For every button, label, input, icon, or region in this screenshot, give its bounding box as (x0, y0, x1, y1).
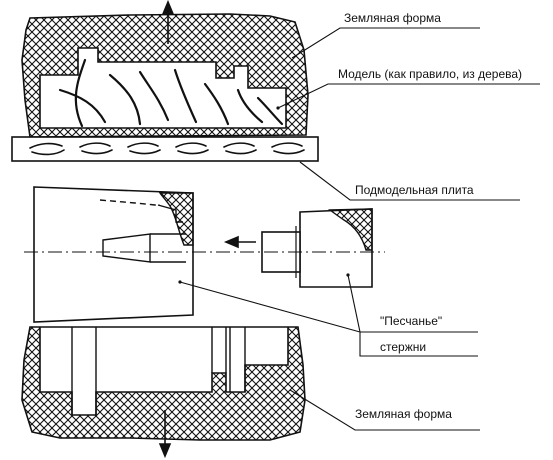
lift-arrow-top (161, 0, 175, 44)
bottom-mold-cavity-lines (71, 327, 246, 415)
core-leaders (179, 274, 478, 357)
core-socket (102, 204, 186, 263)
label-cores-line2: стержни (380, 340, 427, 354)
base-plate (11, 136, 319, 162)
bottom-mold-body (21, 326, 306, 441)
label-cores-line1: "Песчанье" (380, 314, 443, 328)
assembly-arrow (223, 235, 256, 249)
label-base-plate: Подмодельная плита (355, 183, 474, 197)
label-leaders (277, 27, 540, 431)
label-top-mold: Земляная форма (344, 11, 441, 25)
label-model: Модель (как правило, из дерева) (338, 67, 523, 81)
lift-arrow-bottom (158, 410, 172, 459)
hidden-line (99, 199, 160, 206)
right-core-print (327, 208, 373, 251)
top-mold-body (21, 13, 309, 138)
model-grain (58, 58, 284, 128)
label-bottom-mold: Земляная форма (355, 407, 452, 421)
base-plate-grain (29, 142, 305, 156)
